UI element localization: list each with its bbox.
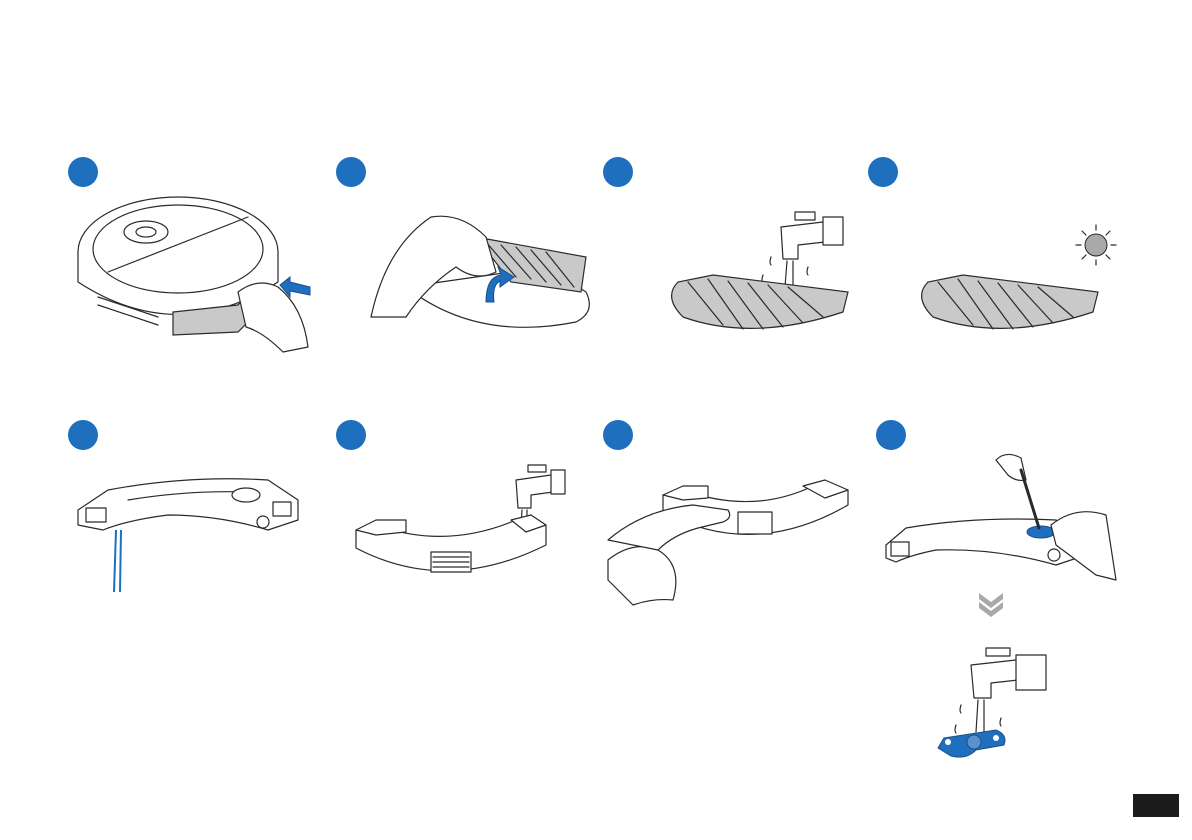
step-3 <box>603 157 863 387</box>
rinse-water-tank-illustration <box>336 420 596 640</box>
page-corner-tab <box>1133 794 1179 817</box>
faucet-icon <box>781 212 843 259</box>
drain-water-tank-illustration <box>68 420 328 640</box>
double-chevron-down-icon <box>979 593 1003 617</box>
faucet-icon <box>971 648 1046 698</box>
step-2 <box>336 157 596 387</box>
faucet-icon <box>516 465 565 508</box>
step-1 <box>68 157 328 387</box>
water-drops-icon <box>762 257 808 283</box>
sun-dry-mop-cloth-illustration <box>868 157 1128 377</box>
rinse-mop-cloth-illustration <box>603 157 863 377</box>
step-8 <box>876 420 1136 650</box>
robot-remove-water-tank-illustration <box>68 157 328 377</box>
wipe-water-tank-illustration <box>603 420 863 640</box>
sun-icon <box>1076 225 1116 265</box>
remove-filter-illustration <box>876 420 1136 780</box>
step-6 <box>336 420 596 650</box>
step-4 <box>868 157 1128 387</box>
step-5 <box>68 420 328 650</box>
step-7 <box>603 420 863 650</box>
peel-mop-cloth-illustration <box>336 157 596 377</box>
